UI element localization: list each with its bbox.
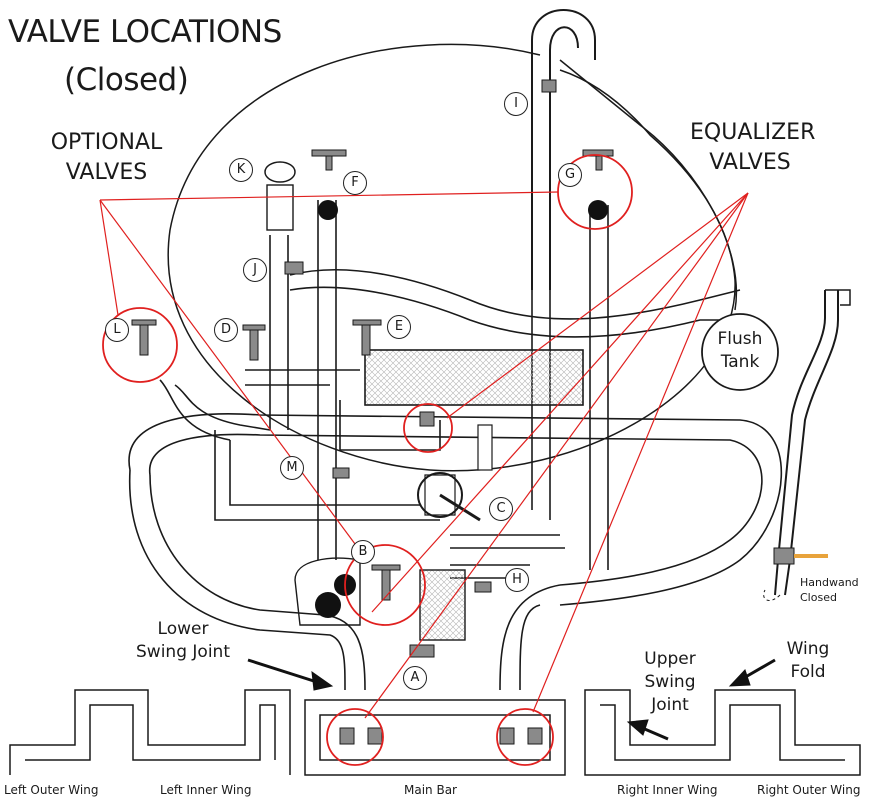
- lower-swing-arrow: [247, 658, 321, 685]
- lower-line2: Swing Joint: [136, 642, 230, 662]
- highlight-circle-right-joint: [496, 708, 554, 766]
- main-bar-label: Main Bar: [404, 783, 457, 797]
- equalizer-callout-mid: [371, 192, 749, 613]
- valve-handles: [131, 79, 614, 658]
- valve-marker-i: I: [504, 92, 528, 116]
- highlight-circle-l: [102, 307, 178, 383]
- upper-line3: Joint: [651, 695, 689, 715]
- pump-gears: [315, 574, 356, 618]
- highlight-circle-b: [344, 544, 426, 626]
- equalizer-line1: EQUALIZER: [690, 120, 816, 145]
- optional-line2: VALVES: [65, 160, 148, 185]
- valve-marker-m: M: [280, 456, 304, 480]
- valve-marker-a: A: [403, 666, 427, 690]
- diagram-title: VALVE LOCATIONS: [8, 14, 282, 50]
- left-inner-wing-label: Left Inner Wing: [160, 783, 252, 797]
- flush-tank: [701, 313, 779, 391]
- equalizer-valves-label: EQUALIZER VALVES: [690, 118, 816, 178]
- flush-line2: Tank: [720, 352, 760, 372]
- valve-marker-c: C: [489, 497, 513, 521]
- arrows: [247, 658, 776, 741]
- valve-marker-h: H: [505, 568, 529, 592]
- valve-marker-l: L: [105, 318, 129, 342]
- callout-lines: [99, 191, 749, 719]
- wing-fold-label: Wing Fold: [780, 638, 836, 684]
- handwand-line2: Closed: [800, 591, 837, 604]
- lower-line1: Lower: [157, 619, 209, 639]
- valve-marker-j: J: [243, 258, 267, 282]
- flush-tank-label: Flush Tank: [710, 328, 770, 374]
- optional-callout-b: [99, 199, 359, 549]
- right-inner-wing-label: Right Inner Wing: [617, 783, 718, 797]
- right-outer-wing-label: Right Outer Wing: [757, 783, 861, 797]
- handwand-line1: Handwand: [800, 576, 859, 589]
- equalizer-line2: VALVES: [709, 150, 791, 175]
- valve-marker-g: G: [558, 163, 582, 187]
- wingfold-line1: Wing: [786, 639, 830, 659]
- optional-line1: OPTIONAL: [50, 130, 163, 155]
- flush-line1: Flush: [717, 329, 763, 349]
- vent-hook: [531, 9, 596, 290]
- highlight-circle-left-joint: [326, 708, 384, 766]
- equalizer-callout-center: [446, 192, 749, 419]
- boom-framework: [9, 689, 861, 776]
- equalizer-callout-right: [532, 192, 749, 713]
- valve-marker-k: K: [229, 158, 253, 182]
- upper-line1: Upper: [644, 649, 696, 669]
- upper-swing-joint-label: Upper Swing Joint: [640, 648, 700, 717]
- valve-marker-b: B: [351, 540, 375, 564]
- tank-outline: [167, 43, 736, 472]
- diagram-subtitle: (Closed): [64, 62, 189, 98]
- vertical-pipes: [214, 200, 609, 579]
- optional-valves-label: OPTIONAL VALVES: [44, 128, 169, 188]
- equalizer-callout-left: [364, 192, 749, 719]
- optional-callout-k: [99, 191, 559, 201]
- wing-fold-arrow: [741, 658, 776, 681]
- valve-marker-e: E: [387, 315, 411, 339]
- lower-swing-joint-label: Lower Swing Joint: [118, 618, 248, 664]
- left-outer-wing-label: Left Outer Wing: [4, 783, 99, 797]
- strainer-housing: [364, 349, 584, 406]
- upper-line2: Swing: [644, 672, 696, 692]
- optional-callout-l: [99, 199, 119, 316]
- valve-marker-d: D: [214, 318, 238, 342]
- wingfold-line2: Fold: [790, 662, 826, 682]
- highlight-circles: [102, 154, 633, 766]
- handwand-hose: [784, 290, 839, 596]
- handwand-label: Handwand Closed: [800, 575, 859, 605]
- highlight-circle-center: [403, 403, 453, 453]
- valve-marker-f: F: [343, 171, 367, 195]
